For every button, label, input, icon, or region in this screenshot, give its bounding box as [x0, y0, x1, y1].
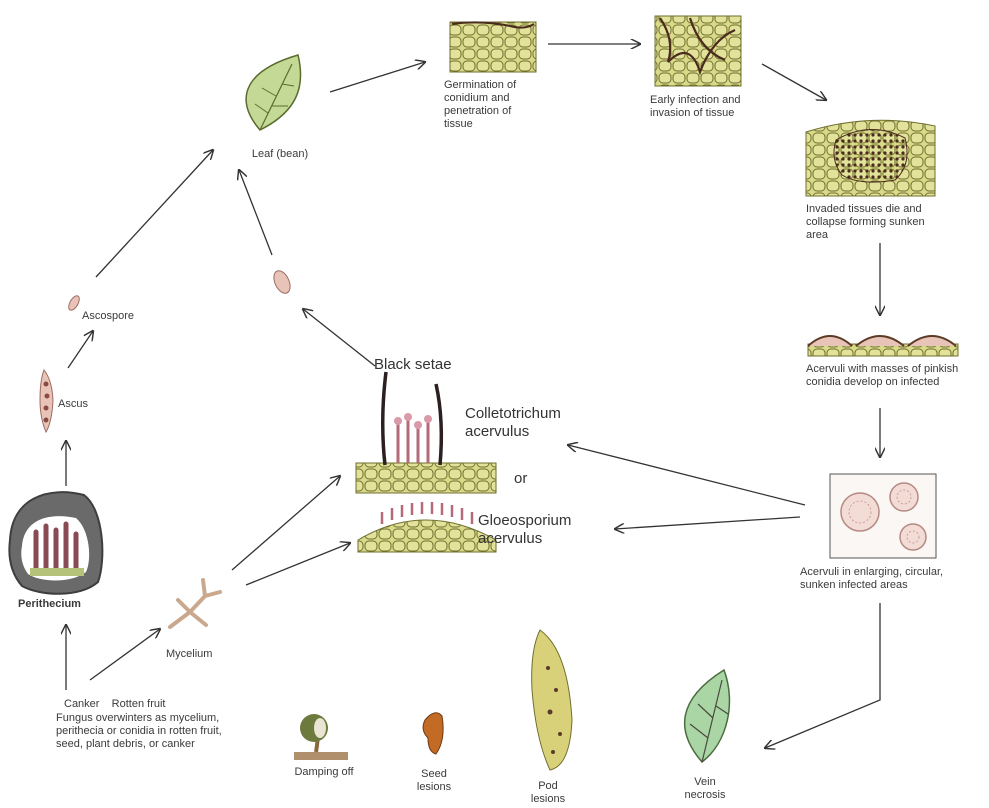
ascus-illustration [40, 370, 53, 432]
pod-lesion-illustration [532, 630, 572, 770]
or-label: or [514, 470, 544, 488]
damping-off-illustration [294, 714, 348, 760]
germination-tissue-illustration [450, 22, 536, 72]
arrow-enlarging-to-gloeosporium [615, 517, 800, 529]
overwinter-title-label: Canker Rotten fruit [64, 698, 224, 711]
early-infection-tissue-illustration [655, 16, 741, 86]
seed-lesion-illustration [423, 713, 443, 754]
arrow-mycelium-to-gloeosporium [246, 543, 350, 585]
arrow-ascospore-to-leaf [96, 150, 213, 277]
arrow-spore-to-leaf [239, 170, 272, 255]
arrow-mycelium-to-colletotrichum [232, 476, 340, 570]
damping-off-label: Damping off [284, 766, 364, 779]
vein-necrosis-label: Vein necrosis [670, 776, 740, 802]
arrow-canker-to-mycelium [90, 629, 160, 680]
overwinter-label: Fungus overwinters as mycelium, perithec… [56, 712, 266, 751]
invaded-tissue-label: Invaded tissues die and collapse forming… [806, 203, 966, 242]
gloeosporium-label: Gloeosporium acervulus [478, 512, 618, 548]
spore-illustration [271, 268, 294, 296]
acervuli-enlarging-label: Acervuli in enlarging, circular, sunken … [800, 566, 980, 592]
arrow-enlarging-to-colletotrichum [568, 445, 805, 505]
arrow-enlarging-to-vein [765, 603, 880, 748]
vein-necrosis-illustration [685, 670, 730, 762]
mycelium-label: Mycelium [166, 648, 246, 661]
acervuli-enlarging-illustration [830, 474, 936, 558]
perithecium-label: Perithecium [18, 598, 98, 611]
seed-lesions-label: Seed lesions [404, 768, 464, 794]
early-infection-label: Early infection and invasion of tissue [650, 94, 780, 120]
acervuli-pinkish-illustration [808, 336, 958, 356]
pod-lesions-label: Pod lesions [518, 780, 578, 806]
ascospore-illustration [67, 294, 82, 312]
leaf-label: Leaf (bean) [240, 148, 320, 161]
mycelium-illustration [170, 580, 220, 627]
ascospore-label: Ascospore [82, 310, 162, 323]
arrow-setae-to-spore [303, 309, 375, 366]
leaf-illustration [246, 55, 300, 130]
ascus-label: Ascus [58, 398, 118, 411]
arrow-ascus-to-ascospore [68, 331, 93, 368]
acervuli-pinkish-label: Acervuli with masses of pinkish conidia … [806, 363, 986, 389]
colletotrichum-label: Colletotrichum acervulus [465, 405, 605, 441]
arrow-leaf-to-germination [330, 62, 425, 92]
cycle-arrows [66, 44, 880, 748]
perithecium-illustration [9, 492, 102, 594]
invaded-tissue-illustration [806, 120, 935, 196]
black-setae-label: Black setae [374, 356, 494, 374]
gloeosporium-acervulus-illustration [358, 502, 496, 552]
germination-label: Germination of conidium and penetration … [444, 79, 564, 131]
